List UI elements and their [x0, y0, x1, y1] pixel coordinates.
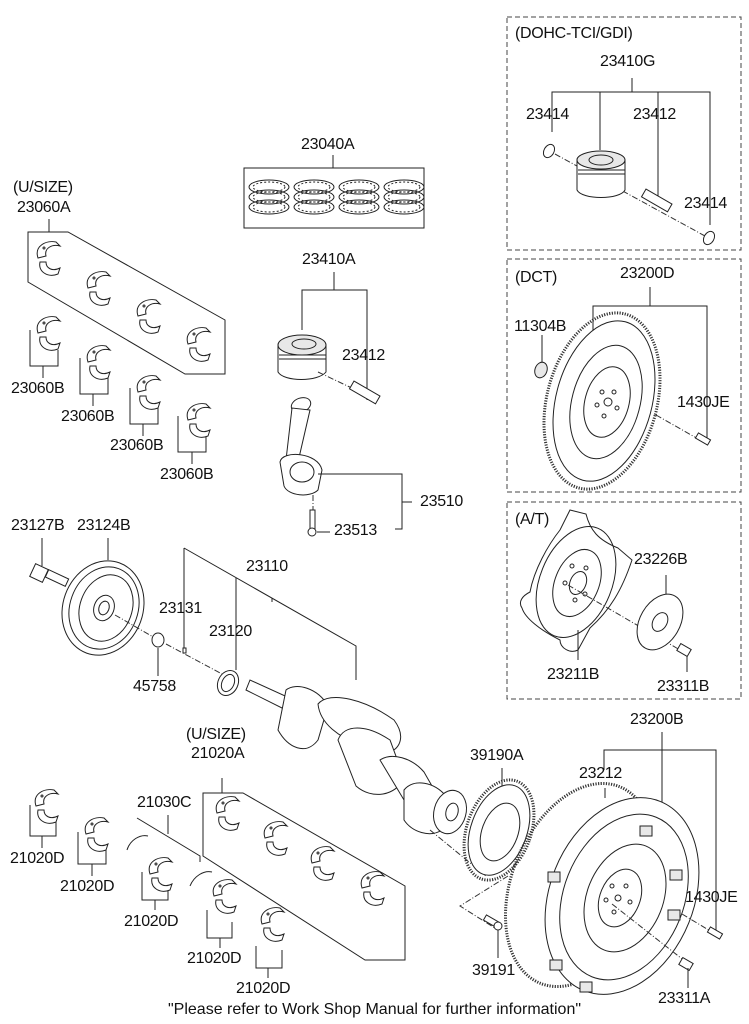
inset-dct-caption: (DCT)	[515, 269, 558, 286]
label-21020D-1[interactable]: 21020D	[10, 850, 65, 867]
piston-ring-set-23040A	[244, 155, 425, 228]
label-23060A[interactable]: 23060A	[17, 199, 71, 216]
label-23060B-2[interactable]: 23060B	[61, 408, 115, 425]
sensor-wheel-39190A	[451, 768, 547, 958]
bearing-set-21020A	[30, 778, 405, 978]
label-23110[interactable]: 23110	[246, 558, 288, 575]
label-23200B[interactable]: 23200B	[630, 711, 684, 728]
label-21020D-5[interactable]: 21020D	[236, 980, 291, 997]
label-23212[interactable]: 23212	[579, 765, 622, 782]
inset-dct-box	[507, 259, 741, 492]
label-21020D-4[interactable]: 21020D	[187, 950, 242, 967]
label-23120[interactable]: 23120	[209, 623, 252, 640]
inset-at-box	[507, 502, 741, 699]
label-23311A[interactable]: 23311A	[658, 990, 711, 1007]
label-23510[interactable]: 23510	[420, 493, 463, 510]
label-23414-right[interactable]: 23414	[684, 195, 727, 212]
label-21020A[interactable]: 21020A	[191, 745, 245, 762]
dct-flywheel	[526, 287, 711, 502]
flywheel-23200B	[477, 732, 727, 1018]
label-11304B[interactable]: 11304B	[514, 318, 567, 335]
label-23414-left[interactable]: 23414	[526, 106, 569, 123]
bearing-set-23060A	[28, 219, 225, 464]
label-21030C[interactable]: 21030C	[137, 794, 192, 811]
label-23410G[interactable]: 23410G	[600, 53, 656, 70]
footnote: "Please refer to Work Shop Manual for fu…	[167, 1001, 582, 1018]
label-23124B[interactable]: 23124B	[77, 517, 131, 534]
crank-pulley-23124B	[30, 538, 222, 676]
label-usize-upper: (U/SIZE)	[13, 179, 73, 196]
label-23127B[interactable]: 23127B	[11, 517, 65, 534]
label-23226B[interactable]: 23226B	[634, 551, 688, 568]
inset-dohc-box	[507, 17, 741, 250]
dohc-piston	[541, 78, 717, 247]
label-23131[interactable]: 23131	[159, 600, 202, 617]
inset-dohc-caption: (DOHC-TCI/GDI)	[515, 25, 633, 42]
label-23060B-3[interactable]: 23060B	[110, 437, 164, 454]
label-1430JE[interactable]: 1430JE	[685, 889, 738, 906]
label-39190A[interactable]: 39190A	[470, 747, 524, 764]
label-usize-lower: (U/SIZE)	[186, 726, 246, 743]
label-23200D[interactable]: 23200D	[620, 265, 675, 282]
label-23211B[interactable]: 23211B	[547, 666, 600, 683]
label-23410A[interactable]: 23410A	[302, 251, 356, 268]
label-23060B-1[interactable]: 23060B	[11, 380, 65, 397]
label-39191[interactable]: 39191	[472, 962, 515, 979]
label-23513[interactable]: 23513	[334, 522, 377, 539]
label-1430JE-dct[interactable]: 1430JE	[677, 394, 730, 411]
label-23040A[interactable]: 23040A	[301, 136, 355, 153]
at-drive-plate	[520, 510, 692, 672]
label-21020D-3[interactable]: 21020D	[124, 913, 179, 930]
label-23060B-4[interactable]: 23060B	[160, 466, 214, 483]
label-21020D-2[interactable]: 21020D	[60, 878, 115, 895]
label-23311B[interactable]: 23311B	[657, 678, 710, 695]
inset-at-caption: (A/T)	[515, 511, 550, 528]
label-23412[interactable]: 23412	[342, 347, 385, 364]
piston-23410A	[278, 272, 380, 404]
connecting-rod-23510	[280, 395, 412, 536]
label-45758[interactable]: 45758	[133, 678, 176, 695]
label-23412-dohc[interactable]: 23412	[633, 106, 676, 123]
